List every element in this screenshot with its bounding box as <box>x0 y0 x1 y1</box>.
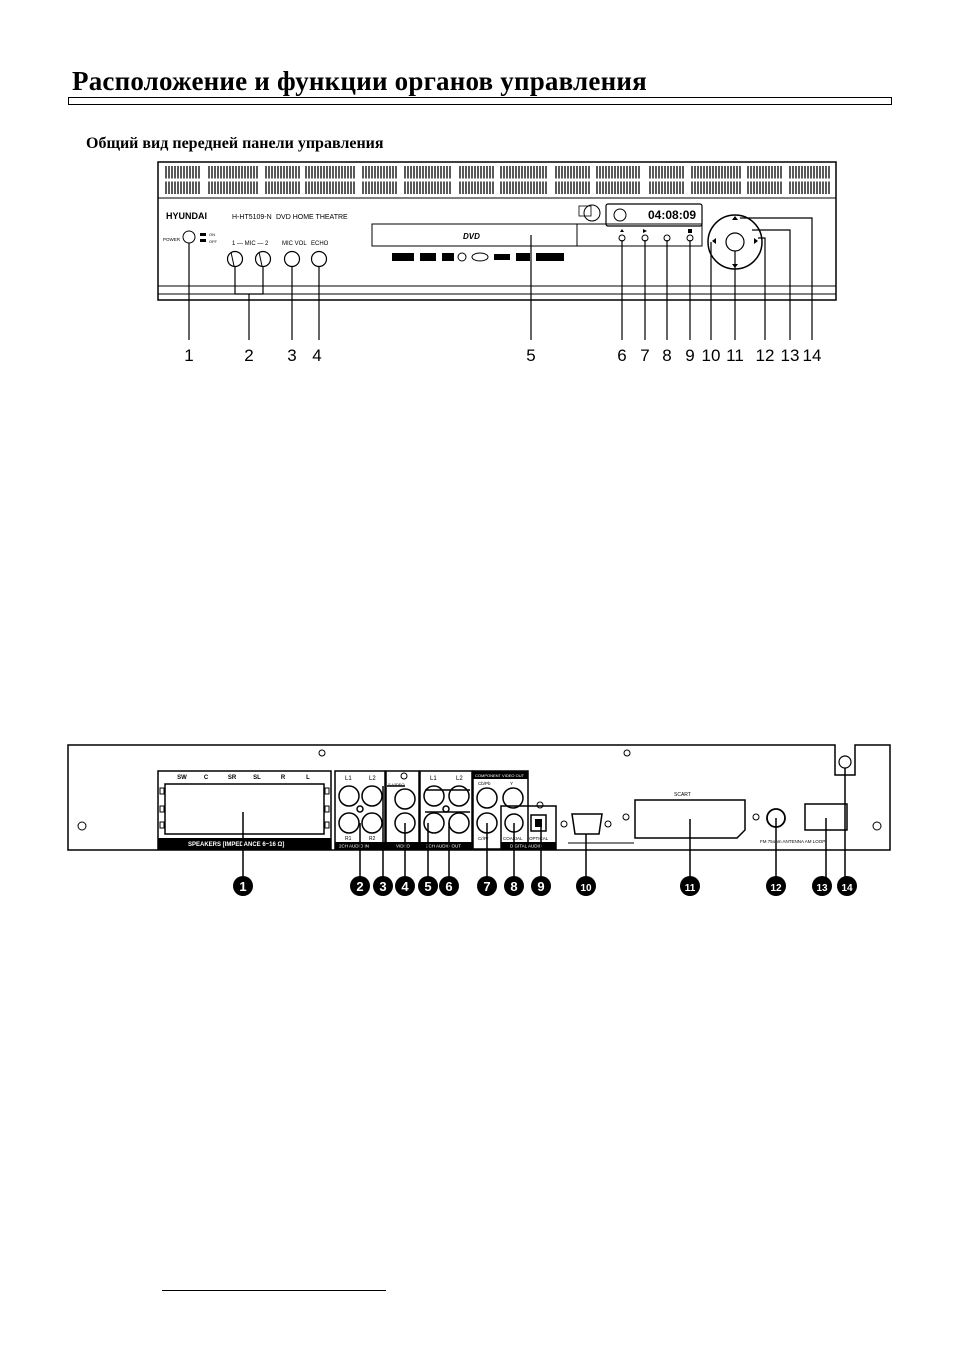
dvd-logo: DVD <box>463 232 480 241</box>
rear-callout-badge-8 <box>504 876 524 896</box>
scart-label: SCART <box>674 792 691 798</box>
rear-callout-badge-4 <box>395 876 415 896</box>
speaker-channel-sl: SL <box>253 775 261 781</box>
front-callout-13: 13 <box>781 346 800 365</box>
r2-label: R2 <box>369 836 376 842</box>
on-label: ON <box>209 232 215 237</box>
front-leader-lines <box>188 217 813 340</box>
model-label: H-HT5109-N <box>232 214 272 221</box>
vent-grille <box>162 166 832 194</box>
front-callout-2: 2 <box>244 346 253 365</box>
r1-label: R1 <box>345 836 352 842</box>
page-title: Расположение и функции органов управлени… <box>72 66 647 96</box>
rear-callout-3: 3 <box>379 879 386 894</box>
footnote-rule <box>162 1290 386 1291</box>
display-window <box>605 203 703 227</box>
rear-callout-badge-6 <box>439 876 459 896</box>
echo-label: ECHO <box>311 241 329 247</box>
speaker-channel-r: R <box>281 775 286 781</box>
rear-callout-badge-11 <box>680 876 700 896</box>
format-logos <box>392 252 564 262</box>
section-subtitle: Общий вид передней панели управления <box>86 135 384 152</box>
front-callout-14: 14 <box>803 346 822 365</box>
rear-callout-1: 1 <box>239 879 246 894</box>
front-callout-11: 11 <box>726 346 744 365</box>
rear-callout-badge-13 <box>812 876 832 896</box>
title-rule <box>68 97 892 105</box>
rear-callout-8: 8 <box>510 879 517 894</box>
rear-leader-lines <box>242 768 846 880</box>
rear-callout-11: 11 <box>685 883 696 894</box>
rear-chassis <box>67 744 891 851</box>
coaxial-label: COAXIAL <box>503 836 523 841</box>
rear-callout-badge-5 <box>418 876 438 896</box>
front-callout-7: 7 <box>640 346 649 365</box>
display-time: 04:08:09 <box>648 208 696 222</box>
rear-callout-7: 7 <box>483 879 490 894</box>
rear-callout-badge-9 <box>531 876 551 896</box>
rear-callout-9: 9 <box>537 879 544 894</box>
rear-callout-14: 14 <box>841 883 853 894</box>
front-callout-10: 10 <box>702 346 721 365</box>
component-label: COMPONENT VIDEO OUT <box>475 773 525 778</box>
rear-callout-4: 4 <box>401 879 409 894</box>
front-callout-4: 4 <box>312 346 321 365</box>
front-callout-3: 3 <box>287 346 296 365</box>
off-label: OFF <box>209 239 218 244</box>
audio-in-label: 2CH AUDIO IN <box>339 844 369 849</box>
rear-callout-5: 5 <box>424 879 431 894</box>
out-l1-label: L1 <box>430 776 437 782</box>
antenna-label: FM 75ohm ANTENNA AM LOOP <box>760 839 825 844</box>
front-callout-1: 1 <box>184 346 193 365</box>
rear-callout-12: 12 <box>770 883 782 894</box>
l2-label: L2 <box>369 776 376 782</box>
mic-vol-label: MIC VOL <box>282 241 307 247</box>
brand-label: HYUNDAI <box>166 211 207 221</box>
svideo-label: S-VIDEO <box>388 782 404 787</box>
rear-callout-badge-12 <box>766 876 786 896</box>
speaker-terminal-block <box>157 770 332 850</box>
y-label: Y <box>510 781 513 786</box>
front-callout-5: 5 <box>526 346 535 365</box>
l1-label: L1 <box>345 776 352 782</box>
rear-callout-13: 13 <box>816 883 828 894</box>
out-l2-label: L2 <box>456 776 463 782</box>
front-panel-illustration: HYUNDAI H-HT5109-N DVD HOME THEATRE POWE… <box>157 161 837 365</box>
front-callout-12: 12 <box>756 346 775 365</box>
speaker-channel-sr: SR <box>228 775 237 781</box>
mic-label: 1 — MIC — 2 <box>232 241 269 247</box>
rear-callout-badge-1 <box>233 876 253 896</box>
rear-callout-badge-14 <box>837 876 857 896</box>
rear-callout-badge-7 <box>477 876 497 896</box>
front-callout-8: 8 <box>662 346 671 365</box>
rear-callout-badge-10 <box>576 876 596 896</box>
rear-callout-2: 2 <box>356 879 363 894</box>
speaker-channel-sw: SW <box>177 775 187 781</box>
speakers-label: SPEAKERS [IMPEDANCE 6~16 Ω] <box>188 842 284 848</box>
power-label: POWER <box>163 237 181 242</box>
audio-out-label: 2CH AUDIO OUT <box>426 844 461 849</box>
product-label: DVD HOME THEATRE <box>276 214 348 221</box>
cr-label: Cr/Pr <box>478 836 489 841</box>
speaker-channel-c: C <box>204 775 209 781</box>
cb-label: Cb/Pb <box>478 781 491 786</box>
optical-label: OPTICAL <box>529 836 549 841</box>
video-label: VIDEO <box>396 844 411 849</box>
rear-callout-badge-2 <box>350 876 370 896</box>
rear-callout-badge-3 <box>373 876 393 896</box>
rear-callout-6: 6 <box>445 879 452 894</box>
speaker-channel-l: L <box>306 775 310 781</box>
rear-callout-10: 10 <box>580 883 592 894</box>
scart-connector <box>634 799 746 839</box>
digital-label: DIGITAL AUDIO <box>510 844 543 849</box>
front-callout-6: 6 <box>617 346 626 365</box>
speaker-channel-labels: SW C SR SL R L <box>177 775 310 781</box>
front-callout-9: 9 <box>685 346 694 365</box>
